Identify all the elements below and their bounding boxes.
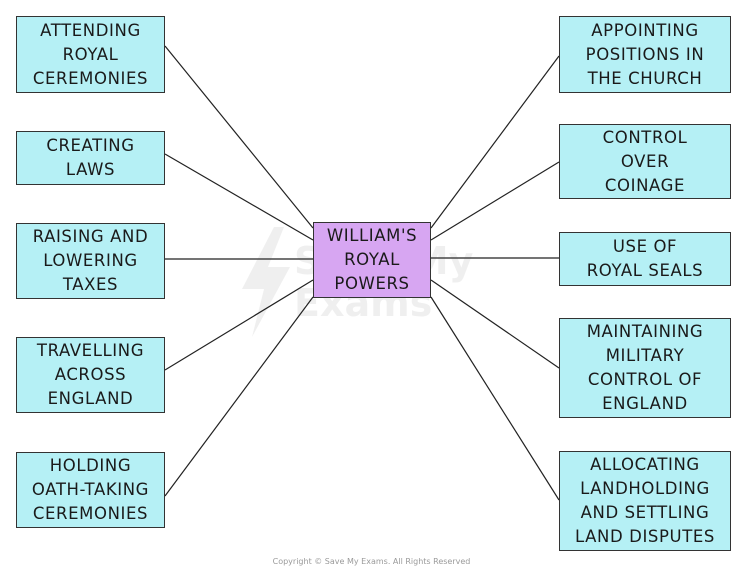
power-raising-lowering-taxes: RAISING AND LOWERING TAXES <box>16 223 165 299</box>
power-maintaining-military-control: MAINTAINING MILITARY CONTROL OF ENGLAND <box>559 318 731 418</box>
connector-line <box>430 279 560 369</box>
connector-line <box>430 161 560 241</box>
power-holding-oath-taking-ceremonies: HOLDING OATH-TAKING CEREMONIES <box>16 452 165 528</box>
copyright-footer: Copyright © Save My Exams. All Rights Re… <box>272 557 471 566</box>
power-use-of-royal-seals: USE OF ROYAL SEALS <box>559 232 731 286</box>
connector-line <box>164 296 314 497</box>
connector-line <box>430 296 560 501</box>
connector-line <box>164 45 314 229</box>
power-creating-laws: CREATING LAWS <box>16 131 165 185</box>
power-allocating-landholding: ALLOCATING LANDHOLDING AND SETTLING LAND… <box>559 451 731 551</box>
power-travelling-across-england: TRAVELLING ACROSS ENGLAND <box>16 337 165 413</box>
connector-line <box>164 153 314 241</box>
connector-line <box>164 279 314 371</box>
power-control-over-coinage: CONTROL OVER COINAGE <box>559 124 731 199</box>
power-appointing-church-positions: APPOINTING POSITIONS IN THE CHURCH <box>559 16 731 93</box>
central-node-williams-royal-powers: WILLIAM'S ROYAL POWERS <box>313 222 431 298</box>
power-attending-royal-ceremonies: ATTENDING ROYAL CEREMONIES <box>16 16 165 93</box>
connector-line <box>430 55 560 229</box>
